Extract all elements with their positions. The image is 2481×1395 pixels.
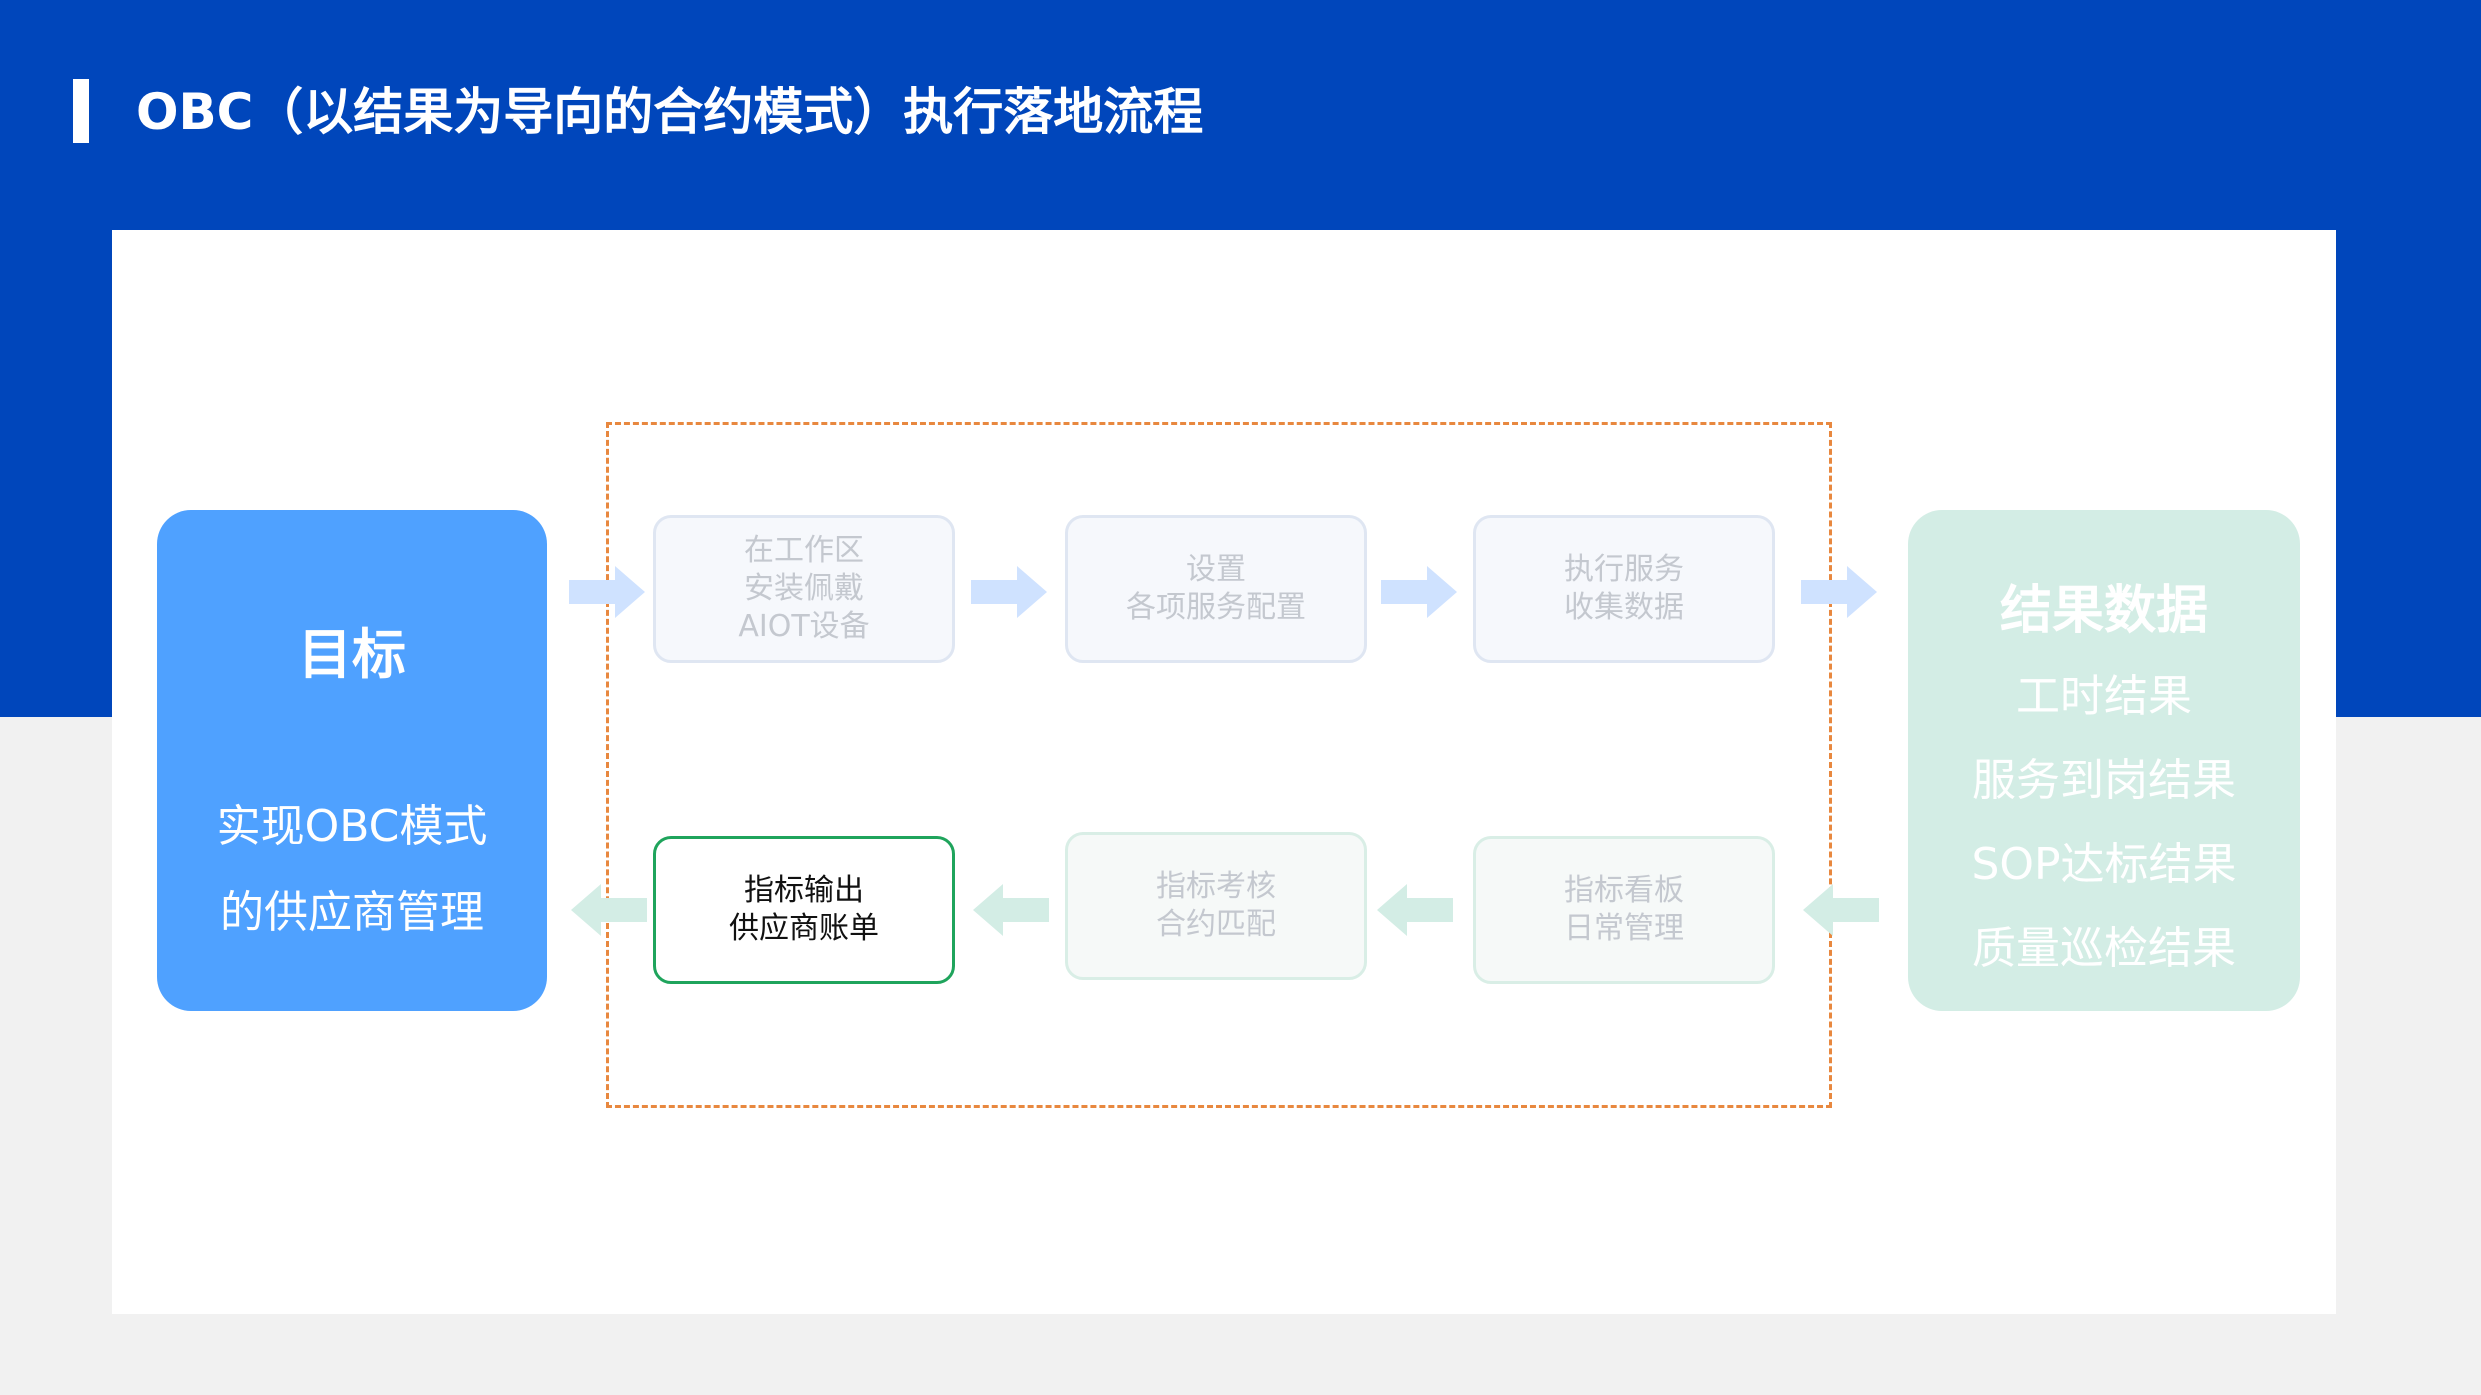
arrow-left-icon <box>571 884 647 936</box>
step-dashboard-manage-line-2: 日常管理 <box>1564 911 1684 946</box>
arrow-right-icon <box>1381 566 1457 618</box>
step-assess-match: 指标考核 合约匹配 <box>1065 832 1367 980</box>
goal-box: 目标 实现OBC模式 的供应商管理 <box>157 510 547 1011</box>
step-configure-services-line-2: 各项服务配置 <box>1126 590 1306 625</box>
result-box: 结果数据 工时结果 服务到岗结果 SOP达标结果 质量巡检结果 <box>1908 510 2300 1011</box>
page-title: OBC（以结果为导向的合约模式）执行落地流程 <box>136 83 1204 141</box>
arrow-right-icon <box>971 566 1047 618</box>
arrow-left-icon <box>973 884 1049 936</box>
step-execute-collect: 执行服务 收集数据 <box>1473 515 1775 663</box>
process-frame <box>606 422 1832 1108</box>
arrow-left-icon <box>1377 884 1453 936</box>
step-output-billing: 指标输出 供应商账单 <box>653 836 955 984</box>
goal-line-1: 实现OBC模式 <box>216 801 488 852</box>
step-install-aiot-line-2: 安装佩戴 <box>744 571 864 606</box>
step-configure-services: 设置 各项服务配置 <box>1065 515 1367 663</box>
result-line-2: 服务到岗结果 <box>1972 755 2236 806</box>
step-execute-collect-line-1: 执行服务 <box>1564 552 1684 587</box>
step-output-billing-line-2: 供应商账单 <box>729 911 879 946</box>
result-line-4: 质量巡检结果 <box>1972 923 2236 974</box>
step-dashboard-manage-line-1: 指标看板 <box>1564 873 1684 908</box>
step-output-billing-line-1: 指标输出 <box>744 873 864 908</box>
title-accent-bar <box>73 79 89 143</box>
result-title: 结果数据 <box>1999 581 2208 641</box>
arrow-right-icon <box>569 566 645 618</box>
step-assess-match-line-1: 指标考核 <box>1156 869 1276 904</box>
goal-title: 目标 <box>298 623 406 686</box>
arrow-right-icon <box>1801 566 1877 618</box>
step-execute-collect-line-2: 收集数据 <box>1564 590 1684 625</box>
step-install-aiot-line-1: 在工作区 <box>744 533 864 568</box>
goal-line-2: 的供应商管理 <box>220 887 484 938</box>
step-dashboard-manage: 指标看板 日常管理 <box>1473 836 1775 984</box>
step-configure-services-line-1: 设置 <box>1186 552 1246 587</box>
step-assess-match-line-2: 合约匹配 <box>1156 907 1276 942</box>
result-line-3: SOP达标结果 <box>1971 839 2237 890</box>
step-install-aiot-line-3: AIOT设备 <box>738 609 870 644</box>
step-install-aiot: 在工作区 安装佩戴 AIOT设备 <box>653 515 955 663</box>
arrow-left-icon <box>1803 884 1879 936</box>
result-line-1: 工时结果 <box>2016 671 2192 722</box>
